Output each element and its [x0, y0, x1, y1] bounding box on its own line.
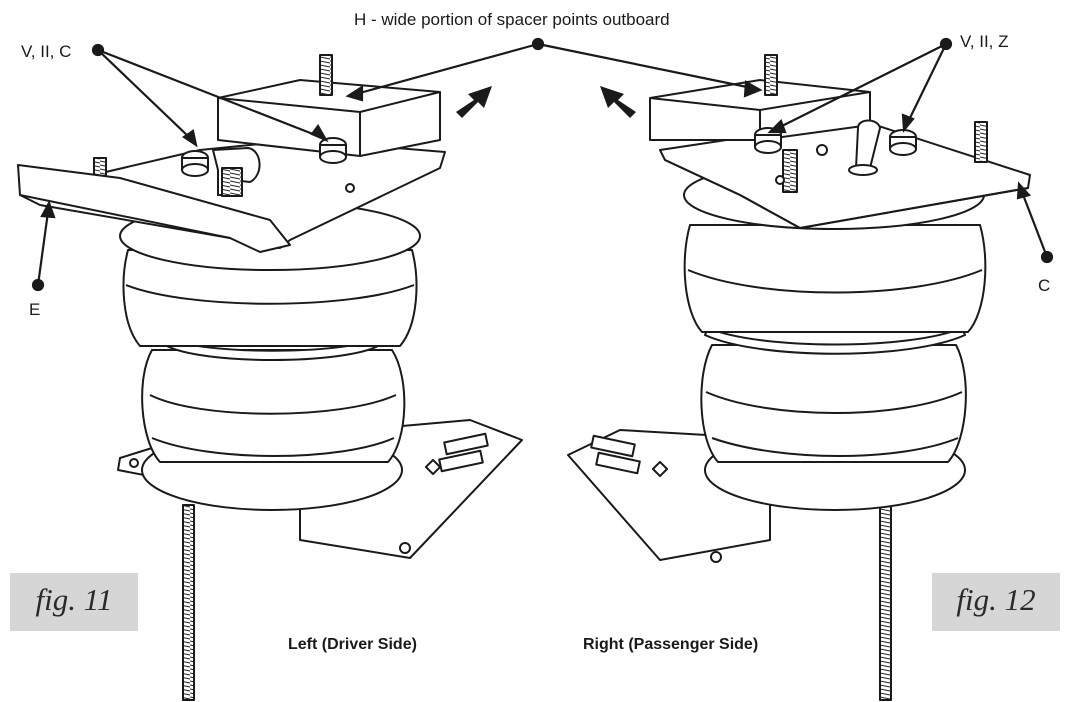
left-base-slot-1 — [443, 432, 489, 456]
label-h-spacer: H - wide portion of spacer points outboa… — [354, 10, 670, 29]
right-nut-2 — [889, 129, 917, 156]
left-stud-top — [319, 54, 333, 96]
left-base-square — [424, 458, 442, 476]
leader-lines — [31, 37, 1054, 292]
right-air-spring-assembly — [567, 54, 1031, 701]
right-base-square — [651, 460, 669, 478]
left-upper-bellow — [122, 249, 418, 347]
left-base-hole-2 — [129, 458, 139, 468]
left-flange-e — [17, 164, 291, 253]
right-outboard-arrow — [600, 86, 636, 118]
left-base-hole — [399, 542, 411, 554]
left-lower-bellow — [141, 349, 406, 463]
left-nut-1 — [181, 150, 209, 177]
caption-left-driver-side: Left (Driver Side) — [288, 636, 417, 653]
left-threaded-rod — [182, 504, 195, 701]
right-base-slot-2 — [595, 451, 641, 475]
right-air-fitting — [855, 119, 881, 169]
caption-right-passenger-side: Right (Passenger Side) — [583, 636, 759, 653]
right-base-slot-1 — [590, 434, 636, 458]
right-stud-mid — [782, 149, 798, 193]
left-stud-mid — [221, 167, 243, 197]
right-base-hole — [710, 551, 722, 563]
right-stud-top — [764, 54, 778, 96]
right-threaded-rod — [879, 504, 892, 701]
left-spacer-h — [217, 79, 441, 157]
right-lower-bellow — [700, 344, 967, 463]
left-base-slot-2 — [438, 449, 484, 473]
right-stud-right — [974, 121, 988, 163]
label-c: C — [1038, 276, 1051, 295]
left-outboard-arrow — [456, 86, 492, 118]
right-upper-bellow — [683, 224, 987, 333]
left-nut-2 — [319, 137, 347, 164]
label-v-ii-z: V, II, Z — [960, 32, 1009, 51]
fig-11-label: fig. 11 — [35, 582, 113, 617]
label-e: E — [29, 300, 41, 319]
fig-11-box: fig. 11 — [10, 573, 138, 631]
label-v-ii-c: V, II, C — [21, 42, 72, 61]
fig-12-label: fig. 12 — [956, 582, 1036, 617]
left-air-spring-assembly — [17, 54, 523, 701]
fig-12-box: fig. 12 — [932, 573, 1060, 631]
